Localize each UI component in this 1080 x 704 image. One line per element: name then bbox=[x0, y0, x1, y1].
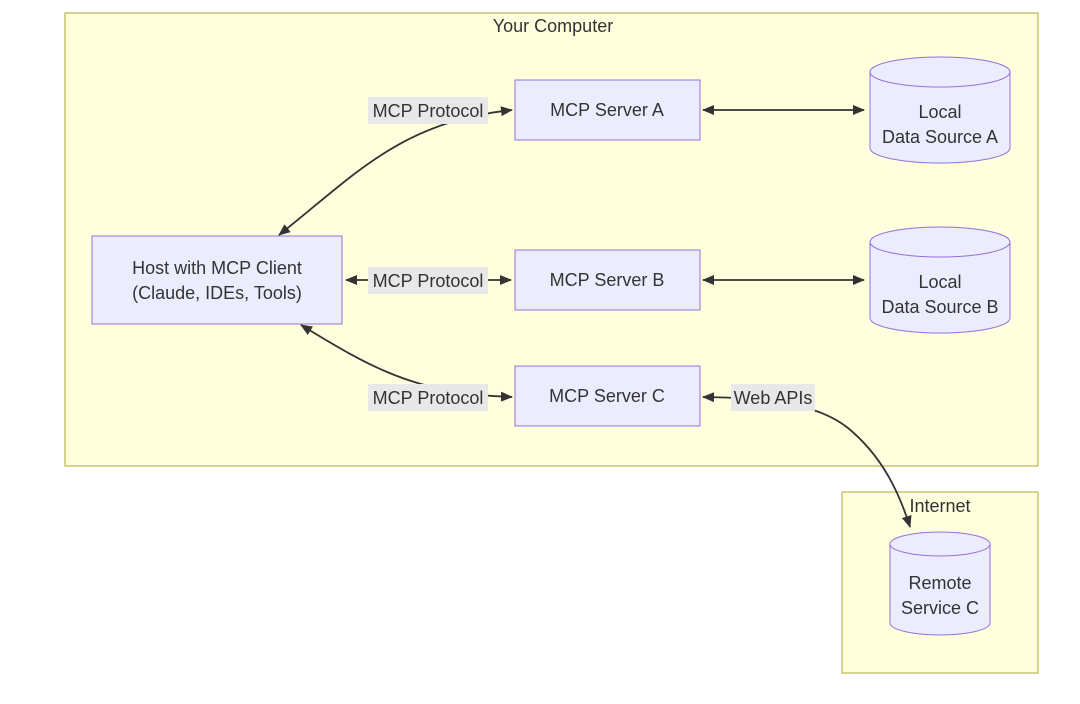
edge-label-mcp-protocol-c: MCP Protocol bbox=[368, 384, 488, 411]
local-data-source-b-label-line1: Local bbox=[918, 272, 961, 292]
cylinder-top bbox=[869, 226, 1011, 258]
edge-label-bg bbox=[731, 384, 815, 411]
host-node-label-line2: (Claude, IDEs, Tools) bbox=[132, 283, 302, 303]
local-data-source-a-node: Local Data Source A bbox=[869, 56, 1011, 164]
edge-label-mcp-protocol-a: MCP Protocol bbox=[368, 97, 488, 124]
mcp-server-a-label: MCP Server A bbox=[550, 100, 664, 120]
host-node-box bbox=[91, 235, 343, 325]
mcp-server-b-node: MCP Server B bbox=[514, 249, 701, 311]
cylinder-body bbox=[869, 72, 1011, 164]
mcp-server-a-node: MCP Server A bbox=[514, 79, 701, 141]
mcp-server-c-node: MCP Server C bbox=[514, 365, 701, 427]
edge-label-text: MCP Protocol bbox=[373, 101, 484, 121]
cylinder-top bbox=[869, 56, 1011, 88]
your-computer-title: Your Computer bbox=[493, 16, 613, 36]
mcp-server-c-label: MCP Server C bbox=[549, 386, 665, 406]
edge-label-bg bbox=[368, 267, 488, 294]
host-node-label-line1: Host with MCP Client bbox=[132, 258, 302, 278]
edge-label-text: Web APIs bbox=[734, 388, 813, 408]
edge-labels-layer: MCP Protocol MCP Protocol MCP Protocol W… bbox=[368, 97, 815, 411]
host-node: Host with MCP Client (Claude, IDEs, Tool… bbox=[91, 235, 343, 325]
mcp-server-b-box bbox=[514, 249, 701, 311]
local-data-source-b-label-line2: Data Source B bbox=[881, 297, 998, 317]
mcp-server-c-box bbox=[514, 365, 701, 427]
cylinder-top bbox=[889, 531, 991, 557]
edge-label-bg bbox=[368, 384, 488, 411]
cylinder-body bbox=[869, 242, 1011, 334]
local-data-source-a-label-line1: Local bbox=[918, 102, 961, 122]
internet-title: Internet bbox=[909, 496, 970, 516]
nodes-layer: Host with MCP Client (Claude, IDEs, Tool… bbox=[91, 56, 1011, 636]
local-data-source-b-node: Local Data Source B bbox=[869, 226, 1011, 334]
edge-label-bg bbox=[368, 97, 488, 124]
edge-label-web-apis: Web APIs bbox=[731, 384, 815, 411]
edge-label-text: MCP Protocol bbox=[373, 388, 484, 408]
remote-service-c-node: Remote Service C bbox=[889, 531, 991, 636]
local-data-source-a-label-line2: Data Source A bbox=[882, 127, 998, 147]
edge-label-mcp-protocol-b: MCP Protocol bbox=[368, 267, 488, 294]
edge-label-text: MCP Protocol bbox=[373, 271, 484, 291]
remote-service-c-label-line2: Service C bbox=[901, 598, 979, 618]
remote-service-c-label-line1: Remote bbox=[908, 573, 971, 593]
cylinder-body bbox=[889, 544, 991, 636]
mcp-server-b-label: MCP Server B bbox=[550, 270, 665, 290]
mcp-server-a-box bbox=[514, 79, 701, 141]
